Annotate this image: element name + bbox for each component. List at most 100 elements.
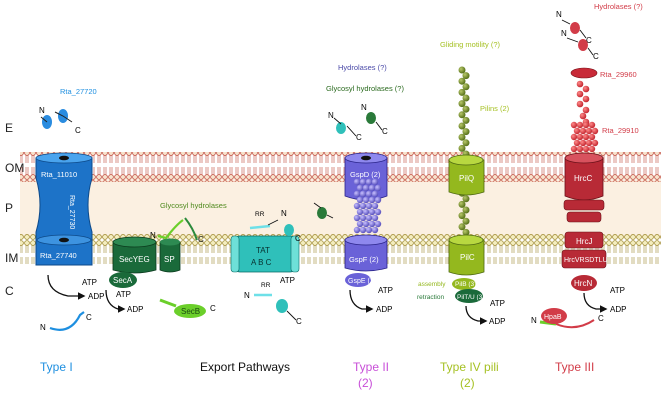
pseudopilin-subunit: [365, 178, 373, 186]
pseudopilin-subunit: [359, 202, 367, 210]
pilin-subunit: [462, 94, 470, 102]
label-om: OM: [5, 161, 24, 175]
needle-subunit: [591, 139, 599, 147]
type2-n2: N: [361, 103, 367, 112]
pilb: [452, 278, 476, 290]
n-terminus-free: N: [40, 323, 46, 332]
pilin-subunit: [458, 200, 466, 208]
secyeg-channel: [112, 241, 157, 274]
signal-peptidase: [159, 241, 181, 273]
needle-subunit: [570, 121, 578, 129]
rta11010-label: Rta_11010: [41, 170, 77, 179]
pilin-subunit: [462, 105, 470, 113]
pseudopilin-subunit: [359, 178, 367, 186]
needle-subunit: [588, 121, 596, 129]
hrcn-label: HrcN: [574, 279, 592, 288]
tat-atp: ATP: [280, 276, 295, 285]
tat-c-bottom: C: [296, 317, 302, 326]
seca-label: SecA: [113, 276, 133, 285]
pseudopilin-subunit: [359, 190, 367, 198]
pseudopilin-subunit: [371, 178, 379, 186]
pseudopilin-subunit: [368, 184, 376, 192]
needle-subunit: [576, 80, 584, 88]
sp-label: SP: [164, 255, 175, 264]
pilin-subunit: [458, 66, 466, 74]
pilin-subunit: [462, 72, 470, 80]
seca: [109, 272, 137, 288]
pseudopilin-subunit: [362, 196, 370, 204]
tat-c-top: C: [295, 234, 301, 243]
pseudopilin-subunit: [353, 226, 361, 234]
rta29960-tip: [570, 67, 598, 79]
label-c: C: [5, 284, 14, 298]
type2-n: N: [328, 111, 334, 120]
pseudopilin-subunit: [374, 208, 382, 216]
needle-subunit: [591, 127, 599, 135]
pseudopilin-subunit: [359, 226, 367, 234]
pseudopilin-subunit: [365, 214, 373, 222]
pilc-label: PilC: [460, 253, 475, 262]
pilin-subunit: [458, 100, 466, 108]
type-ii-system: Hydrolases (?) Glycosyl hydrolases (?) N…: [313, 63, 404, 390]
pseudopilin-subunit: [359, 214, 367, 222]
type3-c3: C: [598, 314, 604, 323]
needle-subunit: [588, 133, 596, 141]
needle-subunit: [570, 145, 578, 153]
atp-arrow: [47, 274, 86, 300]
pilin-subunit: [458, 88, 466, 96]
pseudopilin-subunit: [368, 220, 376, 228]
pseudopilin-subunit: [362, 220, 370, 228]
hrcc-label: HrcC: [574, 174, 592, 183]
retraction-label: retraction: [417, 294, 444, 301]
needle-subunit: [576, 100, 584, 108]
pseudopilin-subunit: [353, 178, 361, 186]
type-i-system: Rta_27720 N C Rta_11010 Rta_27730 Rta_27…: [35, 87, 104, 374]
tat-abc-label: A B C: [251, 258, 272, 267]
pseudopilin-subunit: [356, 220, 364, 228]
gspe: [345, 273, 371, 287]
label-e: E: [5, 121, 13, 135]
pseudopilin-subunit: [371, 214, 379, 222]
type2-atp: ATP: [378, 286, 393, 295]
export-pathways: Glycosyl hydrolases SecYEG SecA SP N C A…: [105, 201, 302, 374]
needle-subunit: [582, 145, 590, 153]
compartment-labels: E OM P IM C: [5, 121, 24, 298]
hrcj-label: HrcJ: [576, 237, 592, 246]
secb-c: C: [210, 304, 216, 313]
type3-hydrolases-label: Hydrolases (?): [594, 2, 643, 11]
pilin-subunit: [458, 144, 466, 152]
tat-rr-top: RR: [255, 211, 265, 218]
type3-adp: ADP: [610, 305, 626, 314]
rta27730-label: Rta_27730: [68, 195, 75, 229]
type2-c2: C: [382, 127, 388, 136]
pilin-subunit: [462, 228, 470, 236]
needle-subunit: [573, 127, 581, 135]
needle-subunit: [579, 127, 587, 135]
needle-subunit: [576, 121, 584, 129]
pseudopilin-subunit: [368, 208, 376, 216]
type-iii-label: Type III: [555, 360, 594, 374]
pilin-subunit: [462, 206, 470, 214]
pseudopilin-subunit: [365, 202, 373, 210]
needle-subunit: [573, 139, 581, 147]
needle-subunit: [585, 127, 593, 135]
type3-n1: N: [556, 10, 562, 19]
gspf-label: GspF (2): [349, 255, 379, 264]
pseudopilin-subunit: [365, 190, 373, 198]
type3-c1: C: [586, 36, 592, 45]
type-iv-label: Type IV pili: [440, 360, 499, 374]
label-p: P: [5, 201, 13, 215]
pilin-subunit: [458, 133, 466, 141]
pseudopilin-subunit: [374, 220, 382, 228]
type3-n3: N: [531, 316, 537, 325]
pilin-subunit: [462, 139, 470, 147]
pilin-subunit: [458, 223, 466, 231]
needle-subunit: [579, 139, 587, 147]
hrcn: [571, 275, 597, 291]
type2-adp: ADP: [376, 305, 392, 314]
rta29910-label: Rta_29910: [602, 126, 639, 135]
pilin-subunit: [462, 128, 470, 136]
c-terminus: C: [75, 126, 81, 135]
pilc: [448, 239, 485, 276]
